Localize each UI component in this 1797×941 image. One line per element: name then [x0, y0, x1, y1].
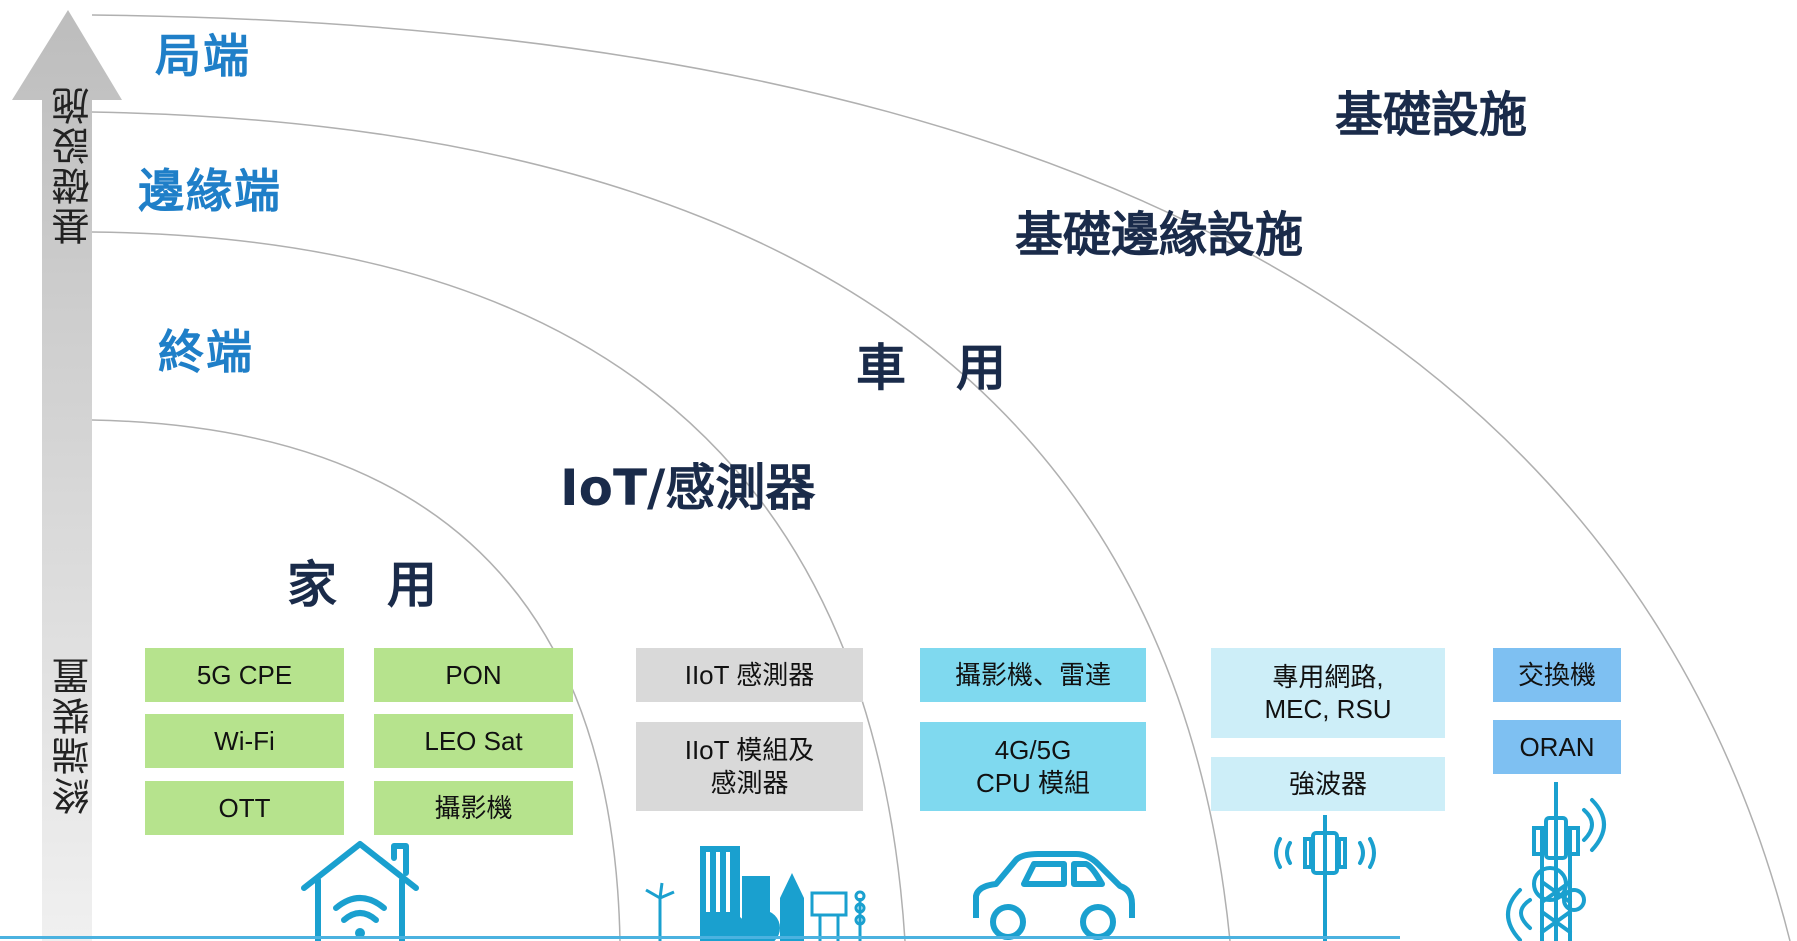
home-box-leo-sat: LEO Sat: [374, 714, 573, 768]
arc-iot: [91, 231, 906, 941]
category-infrastructure: 基礎設施: [1335, 87, 1528, 143]
axis-top-label: 基礎設施: [52, 85, 96, 245]
axis-bottom-label: 終端裝置: [52, 655, 96, 815]
category-iot: IoT/感測器: [560, 459, 816, 517]
category-vehicle: 車 用: [856, 339, 1006, 397]
edge-box-private-network: 專用網路, MEC, RSU: [1211, 648, 1445, 738]
home-box-pon: PON: [374, 648, 573, 702]
infra-box-switch: 交換機: [1493, 648, 1621, 702]
house-wifi-icon: [301, 841, 419, 941]
home-box-5g-cpe: 5G CPE: [145, 648, 344, 702]
category-home: 家 用: [287, 556, 437, 614]
cell-tower-icon: [1506, 782, 1606, 941]
tier-edge: 邊緣端: [138, 164, 282, 218]
tier-central: 局端: [155, 29, 251, 83]
iot-box-module: IIoT 模組及 感測器: [636, 722, 863, 811]
vehicle-box-cpu-module: 4G/5G CPU 模組: [920, 722, 1146, 811]
arc-vehicle: [91, 111, 1231, 941]
home-box-ott: OTT: [145, 781, 344, 835]
arc-edge: [91, 14, 1791, 941]
smart-city-icon: [645, 846, 866, 941]
car-icon: [973, 851, 1135, 940]
category-edge-infrastructure: 基礎邊緣設施: [1015, 207, 1304, 263]
home-box-wifi: Wi-Fi: [145, 714, 344, 768]
antenna-icon: [1274, 815, 1376, 941]
vehicle-box-camera-radar: 攝影機、雷達: [920, 648, 1146, 702]
axis-arrow: [12, 10, 122, 941]
edge-box-repeater: 強波器: [1211, 757, 1445, 811]
infra-box-oran: ORAN: [1493, 720, 1621, 774]
tier-terminal: 終端: [158, 325, 254, 379]
bottom-divider: [0, 936, 1400, 939]
iot-box-sensor: IIoT 感測器: [636, 648, 863, 702]
home-box-camera: 攝影機: [374, 781, 573, 835]
arc-home: [91, 419, 621, 941]
